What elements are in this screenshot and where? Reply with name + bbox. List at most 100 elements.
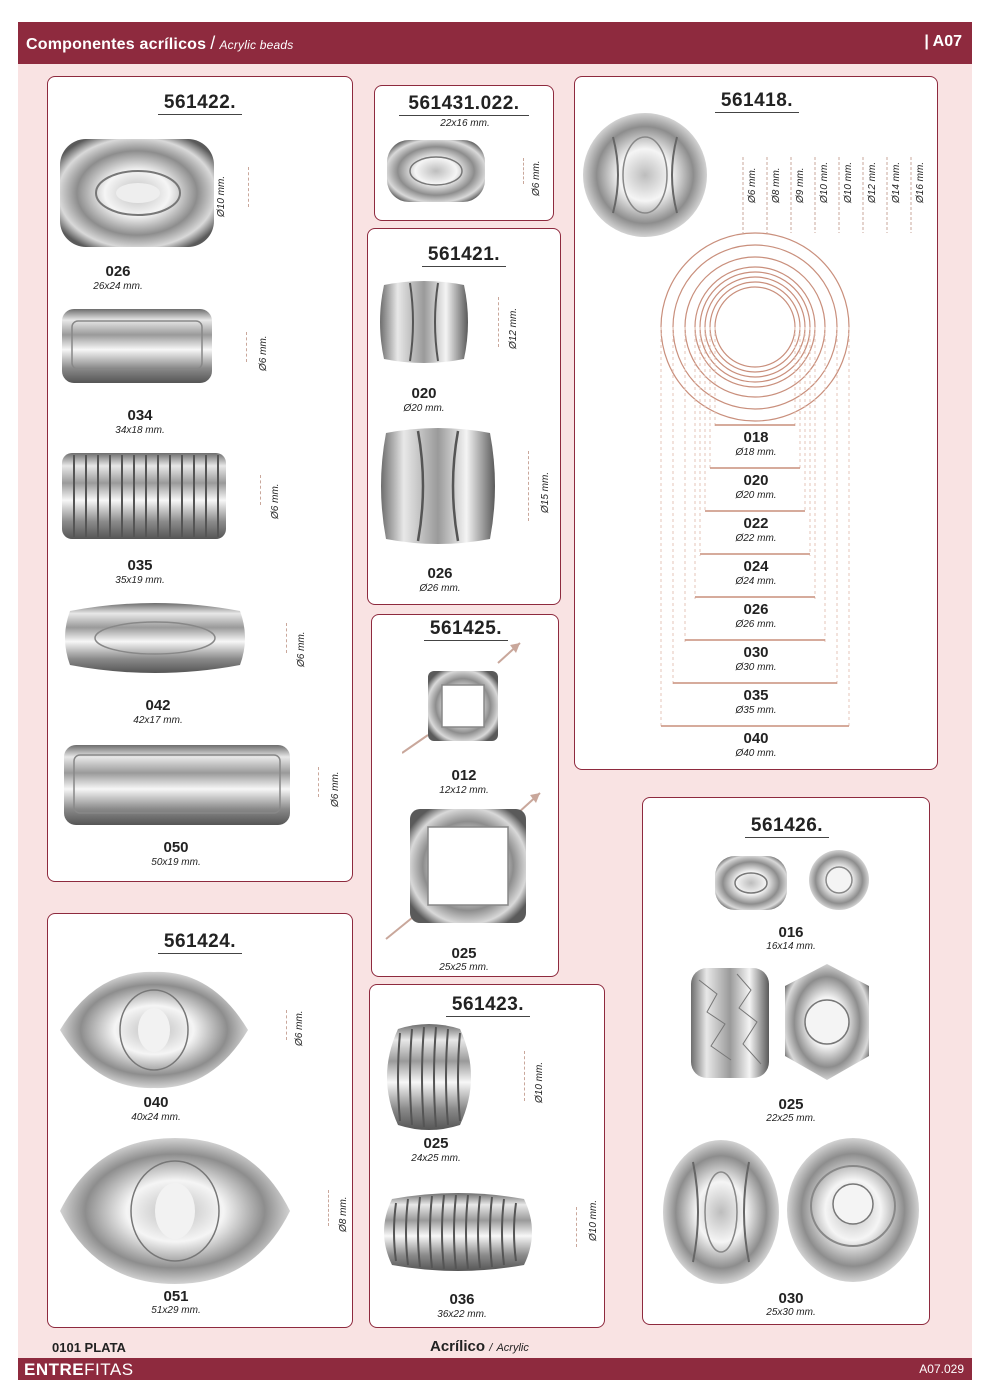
section-code: | A07 (924, 33, 962, 50)
hole-size-label: Ø16 mm. (915, 161, 926, 203)
bead-image-050 (64, 745, 290, 825)
panel-561421: 561421. Ø12 mm. 020 Ø20 mm. Ø15 mm. 026 … (367, 228, 561, 605)
item-size: 36x22 mm. (437, 1309, 487, 1320)
ring-size: Ø30 mm. (735, 662, 777, 673)
bead-image-025 (387, 1024, 471, 1130)
item-size: 25x25 mm. (439, 962, 489, 973)
ring-size: Ø35 mm. (735, 705, 777, 716)
dimension-line (523, 158, 524, 184)
item-size: 25x30 mm. (766, 1307, 816, 1318)
bead-image-036 (384, 1193, 532, 1271)
ring-code: 022 (743, 515, 769, 532)
panel-title-561423: 561423. (446, 995, 530, 1017)
brand-part-b: FITAS (84, 1360, 134, 1379)
item-code: 020 (411, 385, 437, 402)
title-text: Componentes acrílicos (26, 36, 207, 53)
item-code: 035 (127, 557, 153, 574)
bead-image-022 (387, 140, 485, 202)
bead-image-051 (60, 1138, 290, 1284)
panel-title-561424: 561424. (158, 932, 242, 954)
ring-code: 018 (743, 429, 769, 446)
bead-image-030 (663, 1138, 919, 1284)
ring-size: Ø18 mm. (735, 447, 777, 458)
panel-561424: 561424. Ø6 mm. 040 40x24 mm. Ø8 mm. 051 … (47, 913, 353, 1328)
panel-title-561426: 561426. (745, 816, 829, 838)
dimension-line (318, 767, 319, 797)
ring-size: Ø22 mm. (735, 533, 777, 544)
item-size: 12x12 mm. (439, 785, 489, 796)
item-code: 016 (778, 924, 804, 941)
bead-image-026 (381, 428, 495, 544)
item-code: 036 (449, 1291, 475, 1308)
material-name: Acrílico (430, 1338, 486, 1355)
item-size: 50x19 mm. (151, 857, 201, 868)
bead-image-020 (380, 281, 468, 363)
dimension-line (524, 1051, 525, 1101)
item-code: 042 (145, 697, 171, 714)
page-title: Componentes acrílicos/Acrylic beads (26, 33, 293, 54)
item-code: 026 (427, 565, 453, 582)
item-code: 025 (423, 1135, 449, 1152)
dimension-label: Ø6 mm. (294, 1010, 305, 1046)
material-name-en: Acrylic (496, 1342, 529, 1354)
dimension-label: Ø8 mm. (338, 1196, 349, 1232)
bead-image-035 (62, 453, 226, 539)
hole-size-label: Ø10 mm. (843, 161, 854, 203)
item-size: 35x19 mm. (115, 575, 165, 586)
header-bar: Componentes acrílicos/Acrylic beads | A0… (18, 22, 972, 64)
bead-image-sphere (583, 113, 707, 237)
ring-size: Ø24 mm. (735, 576, 777, 587)
footer-bar: ENTREFITAS A07.029 (18, 1358, 972, 1380)
dimension-line (498, 297, 499, 347)
color-reference: 0101 PLATA (52, 1340, 126, 1355)
item-size: 24x25 mm. (411, 1153, 461, 1164)
dimension-line (286, 1010, 287, 1040)
panel-561426: 561426. 016 16x14 mm. 025 22x25 mm. (642, 797, 930, 1325)
brand-logo: ENTREFITAS (24, 1360, 134, 1380)
dimension-line (248, 167, 249, 207)
dimension-label: Ø10 mm. (534, 1061, 545, 1103)
panel-title-561422: 561422. (158, 93, 242, 115)
hole-size-lines (742, 157, 912, 233)
dimension-label: Ø15 mm. (540, 471, 551, 513)
dimension-line (576, 1207, 577, 1247)
item-size: 34x18 mm. (115, 425, 165, 436)
item-code: 025 (778, 1096, 804, 1113)
dimension-label: Ø6 mm. (531, 160, 542, 196)
ring-code: 030 (743, 644, 769, 661)
ring-size: Ø40 mm. (735, 748, 777, 759)
material-slash: / (489, 1342, 493, 1354)
material-label: Acrílico / Acrylic (430, 1338, 529, 1355)
ring-size: Ø26 mm. (735, 619, 777, 630)
item-code: 034 (127, 407, 153, 424)
title-slash: / (210, 33, 216, 53)
hole-size-label: Ø10 mm. (819, 161, 830, 203)
ring-code: 020 (743, 472, 769, 489)
dimension-label: Ø10 mm. (216, 175, 227, 217)
dimension-label: Ø6 mm. (258, 335, 269, 371)
panel-title-561421: 561421. (422, 245, 506, 267)
item-size: 26x24 mm. (93, 281, 143, 292)
hole-size-label: Ø9 mm. (795, 167, 806, 203)
brand-part-a: ENTRE (24, 1360, 85, 1379)
bead-image-016 (715, 850, 869, 910)
panel-561423: 561423. Ø10 mm. 025 24x25 mm. Ø10 mm. 03… (369, 984, 605, 1328)
ring-code: 026 (743, 601, 769, 618)
bead-image-034 (62, 309, 212, 383)
bead-image-040 (60, 971, 248, 1089)
panel-title-561425: 561425. (424, 619, 508, 641)
bead-image-025 (691, 964, 869, 1080)
item-code: 030 (778, 1290, 804, 1307)
item-size: Ø20 mm. (403, 403, 445, 414)
item-code: 050 (163, 839, 189, 856)
item-code: 025 (451, 945, 477, 962)
item-size: 42x17 mm. (133, 715, 183, 726)
dimension-label: Ø6 mm. (330, 771, 341, 807)
ring-code: 040 (743, 730, 769, 747)
dimension-line (528, 451, 529, 521)
dimension-label: Ø10 mm. (588, 1199, 599, 1241)
dimension-line (328, 1190, 329, 1226)
item-code: 012 (451, 767, 477, 784)
dimension-label: Ø12 mm. (508, 307, 519, 349)
hole-size-label: Ø12 mm. (867, 161, 878, 203)
